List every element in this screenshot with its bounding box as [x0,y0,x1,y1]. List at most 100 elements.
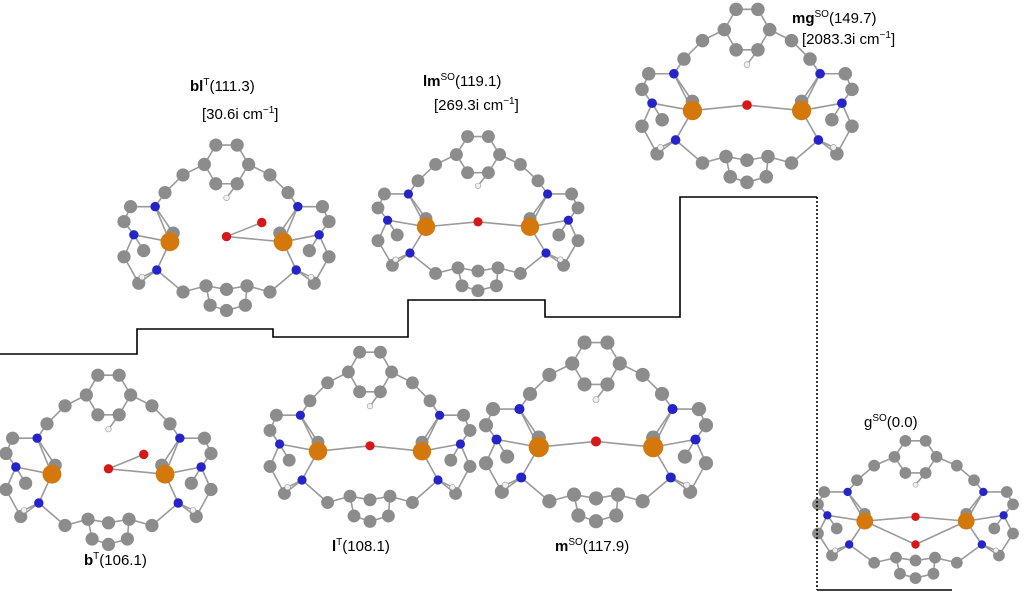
carbon-atom [513,158,527,171]
carbon-atom [635,82,649,97]
nitrogen-atom [815,68,825,79]
hydrogen-atom [189,507,197,514]
bond [226,221,263,238]
nitrogen-atom [845,540,854,549]
carbon-atom [58,399,72,413]
frequency-lm: [269.3i cm−1] [434,97,519,115]
carbon-atom [343,489,357,503]
hydrogen-atom [392,256,399,263]
carbon-atom [371,234,385,248]
carbon-atom [542,494,557,509]
carbon-atom [238,298,252,312]
nitrogen-atom [541,248,551,258]
carbon-atom [577,377,592,392]
relative-energy: (117.9) [582,538,630,555]
carbon-atom [513,267,527,280]
carbon-atom [542,367,557,382]
nitrogen-atom [291,265,301,275]
carbon-atom [571,201,585,215]
carbon-atom [698,418,714,433]
spin-state: SO [568,537,583,548]
nitrogen-atom [295,410,305,420]
oxygen-atom [911,512,920,521]
nitrogen-atom [129,230,139,240]
carbon-atom [845,82,859,97]
frequency-unit-exponent: −1 [503,96,515,107]
nitrogen-atom [455,439,465,449]
carbon-atom [263,460,277,473]
carbon-atom [531,174,545,188]
carbon-atom [230,177,244,191]
carbon-atom [204,446,218,461]
carbon-atom [471,264,485,278]
imaginary-frequency: [30.6i cm [202,106,263,123]
carbon-atom [759,170,774,184]
nitrogen-atom [690,434,701,445]
label-l: lT(108.1) [332,538,390,556]
metal-atom [528,436,549,458]
carbon-atom [463,424,477,437]
carbon-atom [197,157,211,172]
species-name: mg [792,10,815,27]
carbon-atom [812,527,824,540]
nitrogen-atom [837,98,847,109]
carbon-atom [600,335,615,350]
carbon-atom [588,491,604,506]
carbon-atom [405,376,419,390]
carbon-atom [635,367,650,382]
carbon-atom [1000,486,1013,498]
carbon-atom [145,399,159,413]
imaginary-frequency: [2083.3i cm [802,31,880,48]
carbon-atom [277,487,291,500]
carbon-atom [242,157,256,172]
carbon-atom [500,449,515,464]
carbon-atom [112,408,126,422]
carbon-atom [899,467,912,479]
hydrogen-atom [366,403,374,410]
species-name: lm [423,73,441,90]
carbon-atom [929,551,941,564]
metal-atom [643,436,664,458]
carbon-atom [641,66,656,81]
hydrogen-atom [832,547,838,554]
hydrogen-atom [683,481,690,489]
nitrogen-atom [514,404,525,415]
carbon-atom [263,285,277,299]
nitrogen-atom [669,68,679,79]
nitrogen-atom [435,410,445,420]
nitrogen-atom [32,433,42,443]
bond [108,468,166,475]
carbon-atom [491,261,505,275]
carbon-atom [230,138,244,152]
carbon-atom [950,556,963,569]
carbon-atom [729,2,743,17]
carbon-atom [0,482,13,497]
carbon-atom [40,417,54,431]
carbon-atom [784,33,799,48]
relative-energy: (106.1) [99,552,147,569]
label-m: mSO(117.9) [555,538,629,556]
frequency-bracket: ] [514,97,519,114]
carbon-atom [577,335,592,350]
carbon-atom [184,476,198,490]
nitrogen-atom [196,462,206,472]
spin-state: T [203,77,210,88]
carbon-atom [1007,498,1019,511]
carbon-atom [281,185,295,200]
nitrogen-atom [670,135,681,145]
nitrogen-atom [999,511,1008,520]
carbon-atom [444,453,458,467]
oxygen-atom [590,436,602,447]
carbon-atom [588,514,604,529]
metal-atom [856,512,874,530]
nitrogen-atom [152,265,162,275]
carbon-atom [449,148,463,162]
carbon-atom [282,453,296,467]
carbon-atom [461,130,475,143]
oxygen-atom [365,441,375,451]
relative-energy: (149.7) [828,10,877,27]
carbon-atom [751,43,765,57]
carbon-atom [930,451,943,463]
nitrogen-atom [405,248,415,258]
carbon-atom [566,487,582,502]
